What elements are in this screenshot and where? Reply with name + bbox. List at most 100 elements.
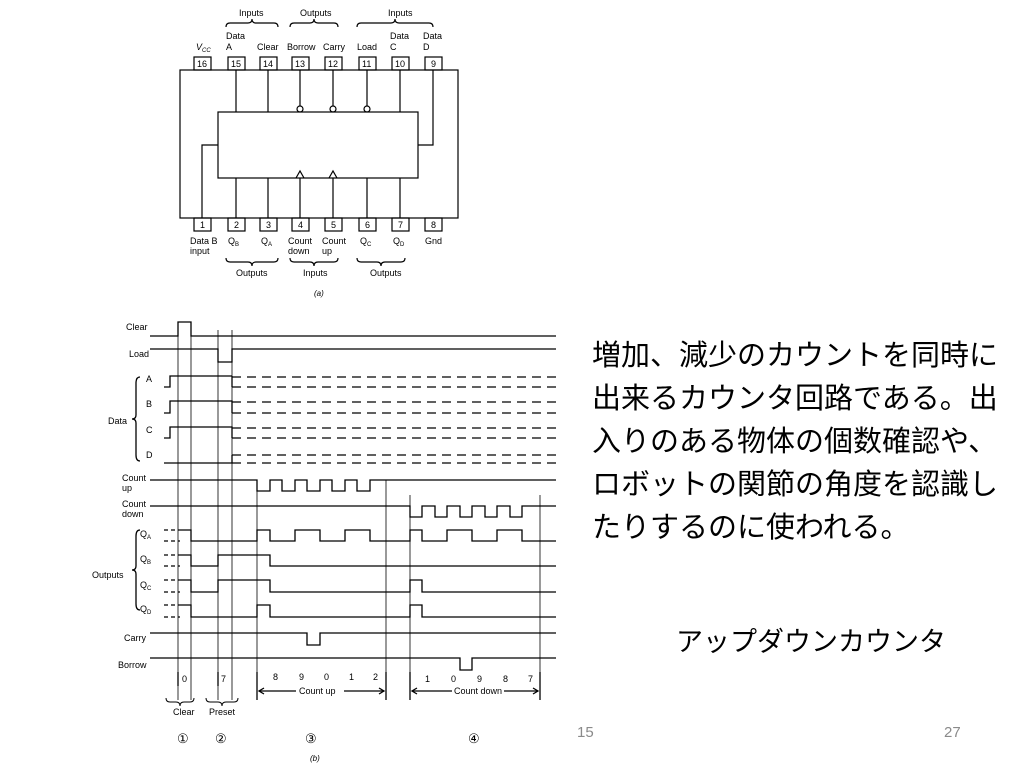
pin5-label-2: up (322, 246, 332, 256)
signal-label-qc: QC (140, 580, 152, 592)
wave-borrow (150, 657, 556, 671)
pin6-label: QC (360, 236, 372, 248)
pin4-number: 4 (298, 220, 303, 230)
pin13-number: 13 (295, 59, 305, 69)
ic-package (179, 69, 459, 219)
description-text: 増加、減少のカウントを同時に出来るカウンタ回路である。出入りのある物体の個数確認… (592, 338, 999, 544)
wave-data-c (164, 426, 233, 439)
pin9-number: 9 (431, 59, 436, 69)
pin12-number: 12 (328, 59, 338, 69)
signal-label-a: A (146, 374, 152, 384)
wave-data-a (164, 375, 232, 388)
wave-qc (180, 579, 556, 593)
pin11-label: Load (357, 42, 377, 52)
footer-left-number: 15 (577, 724, 594, 741)
wave-count-up (150, 479, 556, 492)
pin15-label: Data (226, 31, 245, 41)
group-label-inputs-top-right: Inputs (388, 8, 413, 18)
group-label-inputs-bottom: Inputs (303, 268, 328, 278)
pin14-label: Clear (257, 42, 279, 52)
wave-count-down (150, 505, 556, 518)
page-number: 27 (944, 724, 961, 741)
group-label-outputs-top: Outputs (300, 8, 332, 18)
phase-label-count-down: Count down (454, 686, 502, 696)
group-label-outputs-bottom: Outputs (236, 268, 268, 278)
wave-qa (180, 529, 556, 542)
ic-logic-block (217, 111, 419, 179)
pinout-labels: Inputs Outputs Inputs VCC Data A Clear B… (190, 8, 442, 298)
seq-value-1: 1 (349, 672, 354, 682)
pin16-number: 16 (197, 59, 207, 69)
pin8-number: 8 (431, 220, 436, 230)
signal-label-data: Data (108, 416, 127, 426)
pin7-label: QD (393, 236, 405, 248)
pin2-label: QB (228, 236, 239, 248)
seq-value-1b: 1 (425, 674, 430, 684)
group-label-outputs-bottom-right: Outputs (370, 268, 402, 278)
signal-label-c: C (146, 425, 153, 435)
signal-label-count-up: Count (122, 473, 147, 483)
pin5-label: Count (322, 236, 347, 246)
wave-data-d (164, 455, 233, 464)
signal-label-carry: Carry (124, 633, 146, 643)
pin12-label: Carry (323, 42, 345, 52)
wave-qb (180, 554, 556, 567)
timing-labels: Clear Load Data A B C D Count up Count d… (92, 322, 533, 763)
seq-value-7b: 7 (528, 674, 533, 684)
phase-label-preset: Preset (209, 707, 236, 717)
pinout-diagram (179, 18, 459, 267)
signal-label-qa: QA (140, 529, 151, 541)
seq-value-0: 0 (182, 674, 187, 684)
wave-data-b (164, 400, 233, 414)
caption-a: (a) (314, 289, 324, 298)
signal-label-load: Load (129, 349, 149, 359)
pin8-label: Gnd (425, 236, 442, 246)
signal-label-count-up-2: up (122, 483, 132, 493)
pin4-label-2: down (288, 246, 310, 256)
phase-label-clear: Clear (173, 707, 195, 717)
wave-qd (180, 604, 556, 618)
pin3-label: QA (261, 236, 272, 248)
pin1-label-2: input (190, 246, 210, 256)
signal-label-outputs: Outputs (92, 570, 124, 580)
pin14-number: 14 (263, 59, 273, 69)
wave-carry (150, 632, 556, 646)
phase-number-3: ③ (305, 731, 317, 746)
pin13-label: Borrow (287, 42, 316, 52)
pin2-number: 2 (234, 220, 239, 230)
pin1-label: Data B (190, 236, 218, 246)
signal-label-b: B (146, 399, 152, 409)
timing-diagram (131, 321, 556, 707)
pin7-number: 7 (398, 220, 403, 230)
signal-label-borrow: Borrow (118, 660, 147, 670)
seq-value-9b: 9 (477, 674, 482, 684)
pin3-number: 3 (266, 220, 271, 230)
signal-label-qd: QD (140, 604, 152, 616)
phase-number-2: ② (215, 731, 227, 746)
signal-label-qb: QB (140, 554, 151, 566)
seq-value-8: 8 (273, 672, 278, 682)
seq-value-2: 2 (373, 672, 378, 682)
seq-value-0c: 0 (451, 674, 456, 684)
pin11-number: 11 (362, 59, 371, 69)
pin1-number: 1 (200, 220, 205, 230)
seq-value-8b: 8 (503, 674, 508, 684)
wave-load (150, 348, 556, 363)
pin15-number: 15 (231, 59, 241, 69)
wave-clear (150, 321, 556, 337)
phase-number-4: ④ (468, 731, 480, 746)
pin9-label: Data (423, 31, 442, 41)
signal-label-clear: Clear (126, 322, 148, 332)
signal-label-count-down: Count (122, 499, 147, 509)
seq-value-0b: 0 (324, 672, 329, 682)
pin9-label-2: D (423, 42, 430, 52)
pin10-number: 10 (395, 59, 405, 69)
pin15-label-2: A (226, 42, 232, 52)
signal-label-d: D (146, 450, 153, 460)
phase-number-1: ① (177, 731, 189, 746)
pin16-label: VCC (196, 42, 211, 54)
slide-title: アップダウンカウンタ (676, 627, 946, 658)
group-label-inputs-top: Inputs (239, 8, 264, 18)
pin10-label: Data (390, 31, 409, 41)
